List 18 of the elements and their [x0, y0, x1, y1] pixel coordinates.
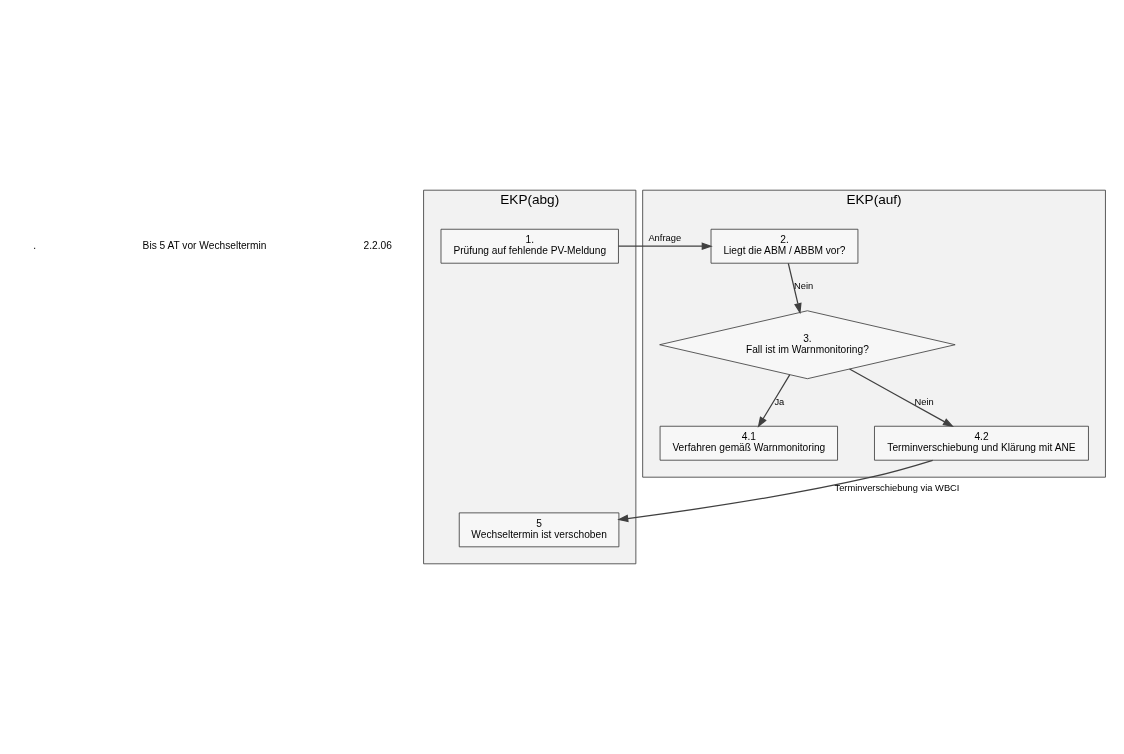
arrow — [757, 374, 791, 428]
edge-label: Nein — [914, 396, 934, 407]
node-box: 1. Prüfung auf fehlende PV-Meldung — [440, 228, 619, 264]
node-box: 4.1 Verfahren gemäß Warnmonitoring — [659, 425, 838, 461]
label: Bis 5 AT vor Wechseltermin — [142, 239, 267, 251]
edge-label: Ja — [774, 396, 785, 407]
arrow — [617, 242, 713, 251]
edge-label: Nein — [793, 281, 814, 292]
edge-label: Anfrage — [648, 232, 682, 243]
edge-label: Terminverschiebung via WBCI — [834, 483, 960, 494]
arrow — [848, 368, 954, 428]
node-box: 4.2 Terminverschiebung und Klärung mit ANE — [874, 425, 1089, 461]
node-box: 5 Wechseltermin ist verschoben — [458, 512, 620, 548]
node-diamond: 3. Fall ist im Warnmonitoring? — [659, 310, 956, 380]
label: . — [33, 239, 37, 251]
node-box: 2. Liegt die ABM / ABBM vor? — [710, 228, 859, 264]
label: 2.2.06 — [363, 239, 392, 251]
arrow — [787, 262, 802, 315]
